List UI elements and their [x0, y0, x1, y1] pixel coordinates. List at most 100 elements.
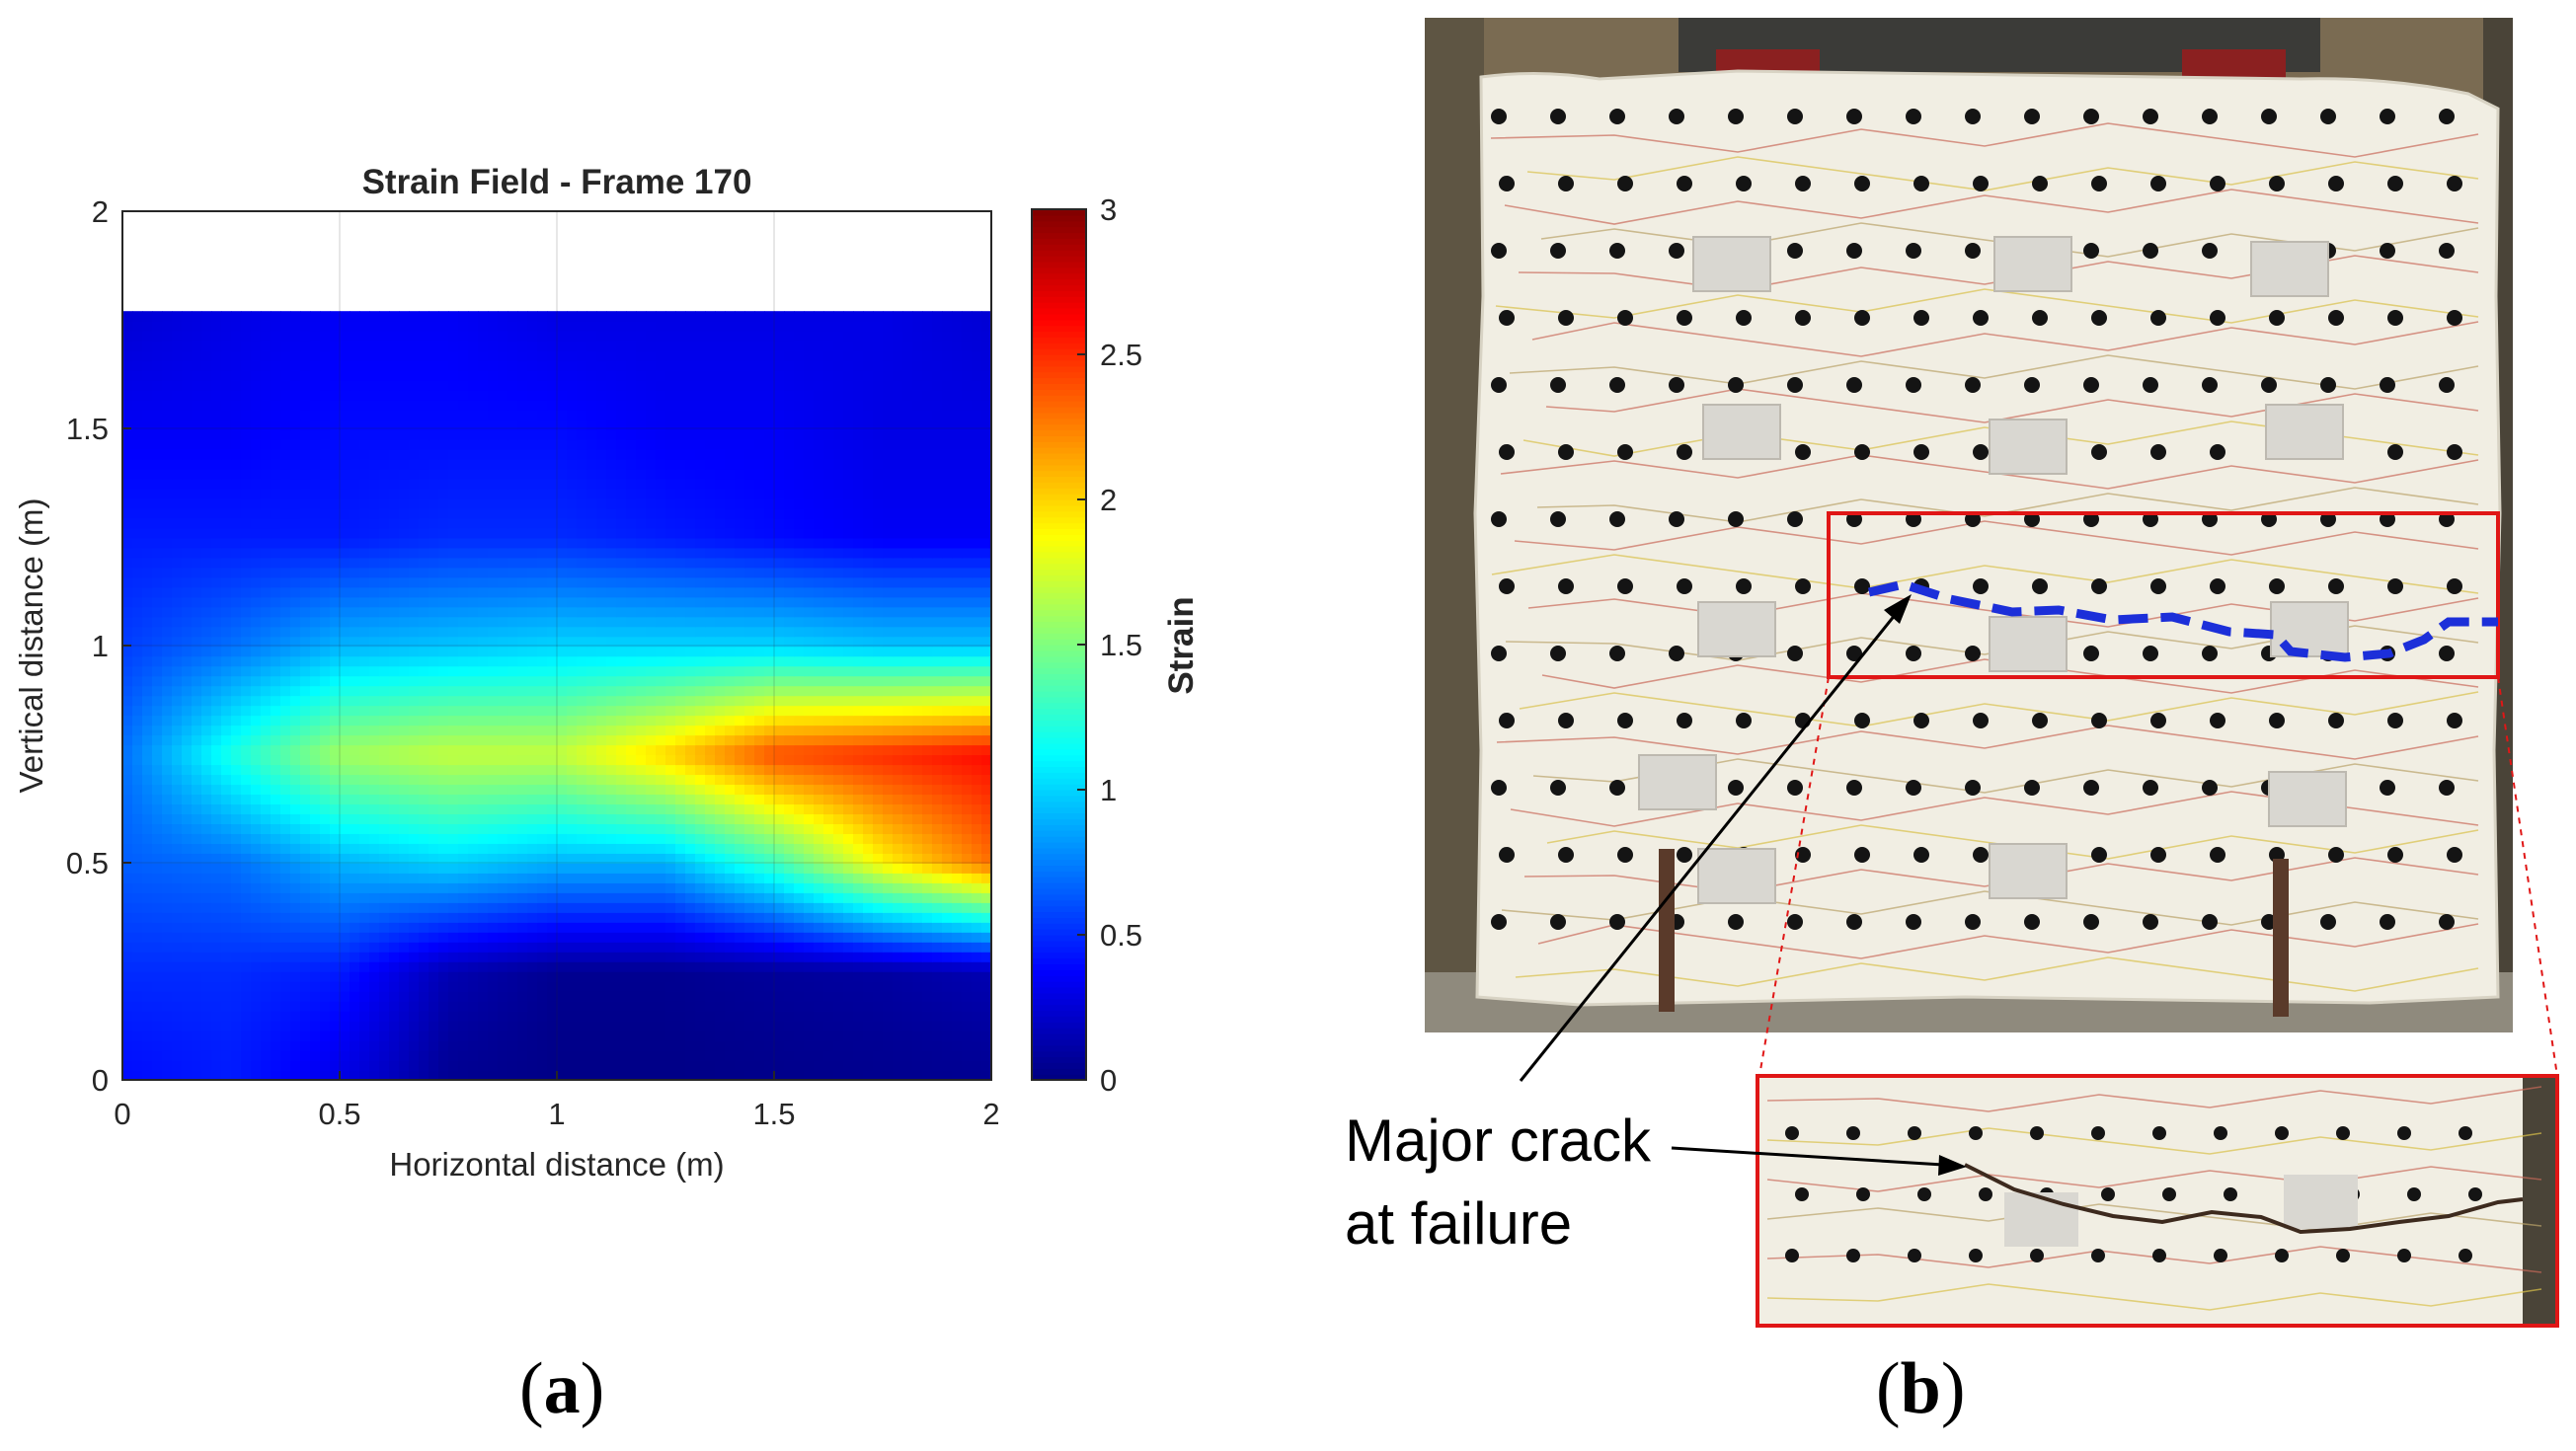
heatmap-cell: [182, 784, 193, 796]
heatmap-cell: [616, 646, 627, 657]
heatmap-cell: [359, 636, 370, 648]
heatmap-cell: [458, 1011, 469, 1022]
heatmap-cell: [379, 942, 390, 953]
heatmap-cell: [340, 961, 351, 972]
heatmap-cell: [557, 537, 568, 549]
heatmap-cell: [922, 981, 933, 992]
heatmap-cell: [952, 961, 963, 972]
heatmap-cell: [280, 537, 291, 549]
heatmap-cell: [182, 754, 193, 766]
heatmap-cell: [498, 922, 508, 933]
heatmap-cell: [241, 813, 252, 824]
heatmap-cell: [547, 616, 558, 628]
heatmap-cell: [231, 616, 242, 628]
heatmap-cell: [893, 646, 903, 657]
heatmap-cell: [172, 675, 183, 687]
heatmap-cell: [547, 774, 558, 786]
heatmap-cell: [912, 981, 923, 992]
heatmap-cell: [814, 803, 824, 815]
heatmap-cell: [873, 734, 884, 746]
heatmap-cell: [685, 695, 696, 707]
heatmap-cell: [981, 557, 992, 569]
heatmap-cell: [271, 774, 281, 786]
heatmap-cell: [162, 1070, 173, 1081]
heatmap-cell: [981, 665, 992, 677]
heatmap-cell: [981, 952, 992, 962]
heatmap-cell: [784, 537, 795, 549]
heatmap-cell: [735, 636, 745, 648]
heatmap-cell: [527, 517, 538, 529]
heatmap-cell: [606, 1001, 617, 1012]
heatmap-cell: [636, 1070, 647, 1081]
heatmap-cell: [537, 567, 548, 578]
heatmap-cell: [152, 853, 163, 864]
heatmap-cell: [369, 942, 380, 953]
heatmap-cell: [942, 655, 953, 667]
heatmap-cell: [537, 1011, 548, 1022]
heatmap-cell: [912, 636, 923, 648]
heatmap-cell: [962, 705, 973, 717]
heatmap-cell: [438, 665, 449, 677]
heatmap-cell: [893, 912, 903, 923]
heatmap-cell: [152, 1001, 163, 1012]
heatmap-cell: [527, 1021, 538, 1031]
heatmap-cell: [675, 527, 686, 539]
heatmap-cell: [172, 961, 183, 972]
heatmap-cell: [557, 932, 568, 943]
heatmap-cell: [280, 794, 291, 805]
heatmap-cell: [399, 1031, 410, 1041]
heatmap-cell: [616, 695, 627, 707]
heatmap-cell: [310, 734, 321, 746]
heatmap-cell: [912, 873, 923, 883]
heatmap-cell: [300, 576, 311, 588]
heatmap-cell: [429, 803, 439, 815]
heatmap-cell: [725, 1040, 736, 1051]
heatmap-cell: [843, 823, 854, 834]
heatmap-cell: [804, 1021, 815, 1031]
heatmap-cell: [784, 922, 795, 933]
heatmap-cell: [646, 675, 657, 687]
heatmap-cell: [932, 567, 943, 578]
heatmap-cell: [211, 655, 222, 667]
heatmap-cell: [853, 863, 864, 874]
heatmap-cell: [350, 675, 360, 687]
heatmap-cell: [557, 912, 568, 923]
heatmap-cell: [271, 636, 281, 648]
heatmap-cell: [675, 853, 686, 864]
heatmap-cell: [132, 981, 143, 992]
heatmap-cell: [754, 942, 765, 953]
heatmap-cell: [517, 971, 528, 982]
heatmap-cell: [636, 981, 647, 992]
heatmap-cell: [646, 725, 657, 736]
heatmap-cell: [271, 892, 281, 903]
heatmap-cell: [132, 922, 143, 933]
heatmap-cell: [251, 527, 262, 539]
heatmap-cell: [458, 695, 469, 707]
heatmap-cell: [626, 853, 637, 864]
heatmap-cell: [300, 1070, 311, 1081]
heatmap-cell: [132, 725, 143, 736]
heatmap-cell: [389, 665, 400, 677]
heatmap-cell: [902, 1031, 913, 1041]
heatmap-cell: [735, 675, 745, 687]
heatmap-cell: [369, 784, 380, 796]
heatmap-cell: [162, 823, 173, 834]
heatmap-cell: [695, 843, 706, 854]
heatmap-cell: [162, 803, 173, 815]
heatmap-cell: [557, 715, 568, 726]
heatmap-cell: [547, 517, 558, 529]
heatmap-cell: [429, 646, 439, 657]
heatmap-cell: [182, 1001, 193, 1012]
heatmap-cell: [972, 1050, 982, 1061]
heatmap-cell: [448, 833, 459, 844]
heatmap-cell: [675, 922, 686, 933]
heatmap-cell: [715, 734, 726, 746]
heatmap-cell: [705, 764, 716, 776]
heatmap-cell: [606, 853, 617, 864]
heatmap-cell: [784, 873, 795, 883]
heatmap-cell: [853, 961, 864, 972]
heatmap-cell: [409, 952, 420, 962]
heatmap-cell: [932, 971, 943, 982]
heatmap-cell: [606, 813, 617, 824]
heatmap-cell: [962, 557, 973, 569]
